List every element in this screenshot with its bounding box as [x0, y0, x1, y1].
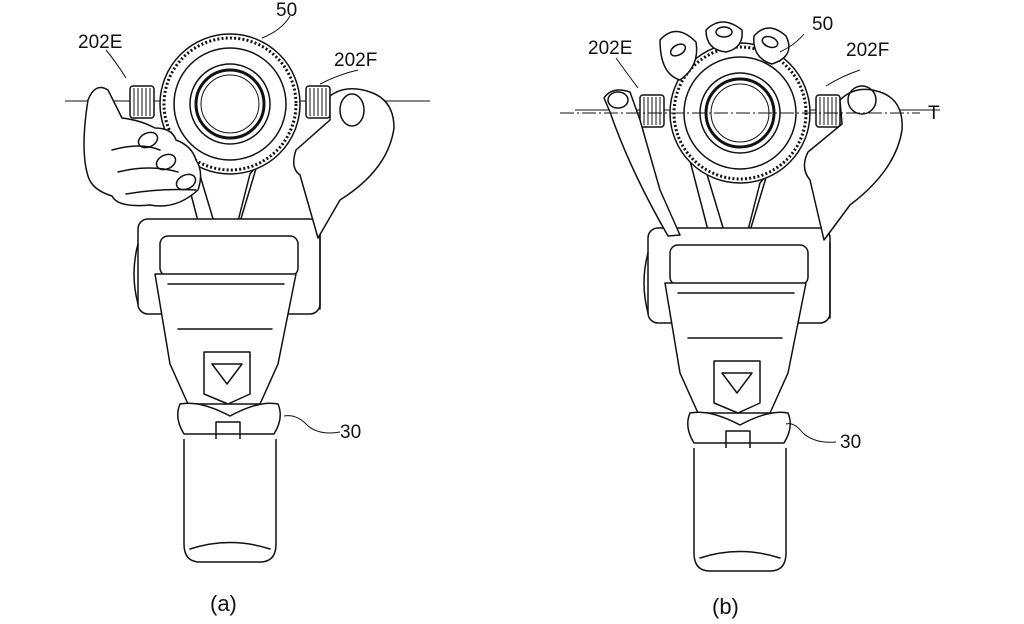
leader-lines [105, 15, 861, 443]
label-T-b: T [928, 103, 940, 124]
right-hand-a [293, 88, 395, 239]
label-50-b: 50 [812, 14, 833, 35]
label-202F-b: 202F [846, 40, 889, 61]
label-202E-a: 202E [78, 32, 122, 53]
label-202E-b: 202E [588, 38, 632, 59]
device-a [63, 32, 432, 564]
caption-a: (a) [210, 591, 237, 616]
label-30-a: 30 [340, 422, 361, 443]
left-hand-b [603, 89, 681, 237]
label-202F-a: 202F [334, 50, 377, 71]
caption-b: (b) [712, 594, 739, 619]
device-b [560, 21, 942, 573]
label-30-b: 30 [840, 432, 861, 453]
label-50-a: 50 [276, 0, 297, 21]
